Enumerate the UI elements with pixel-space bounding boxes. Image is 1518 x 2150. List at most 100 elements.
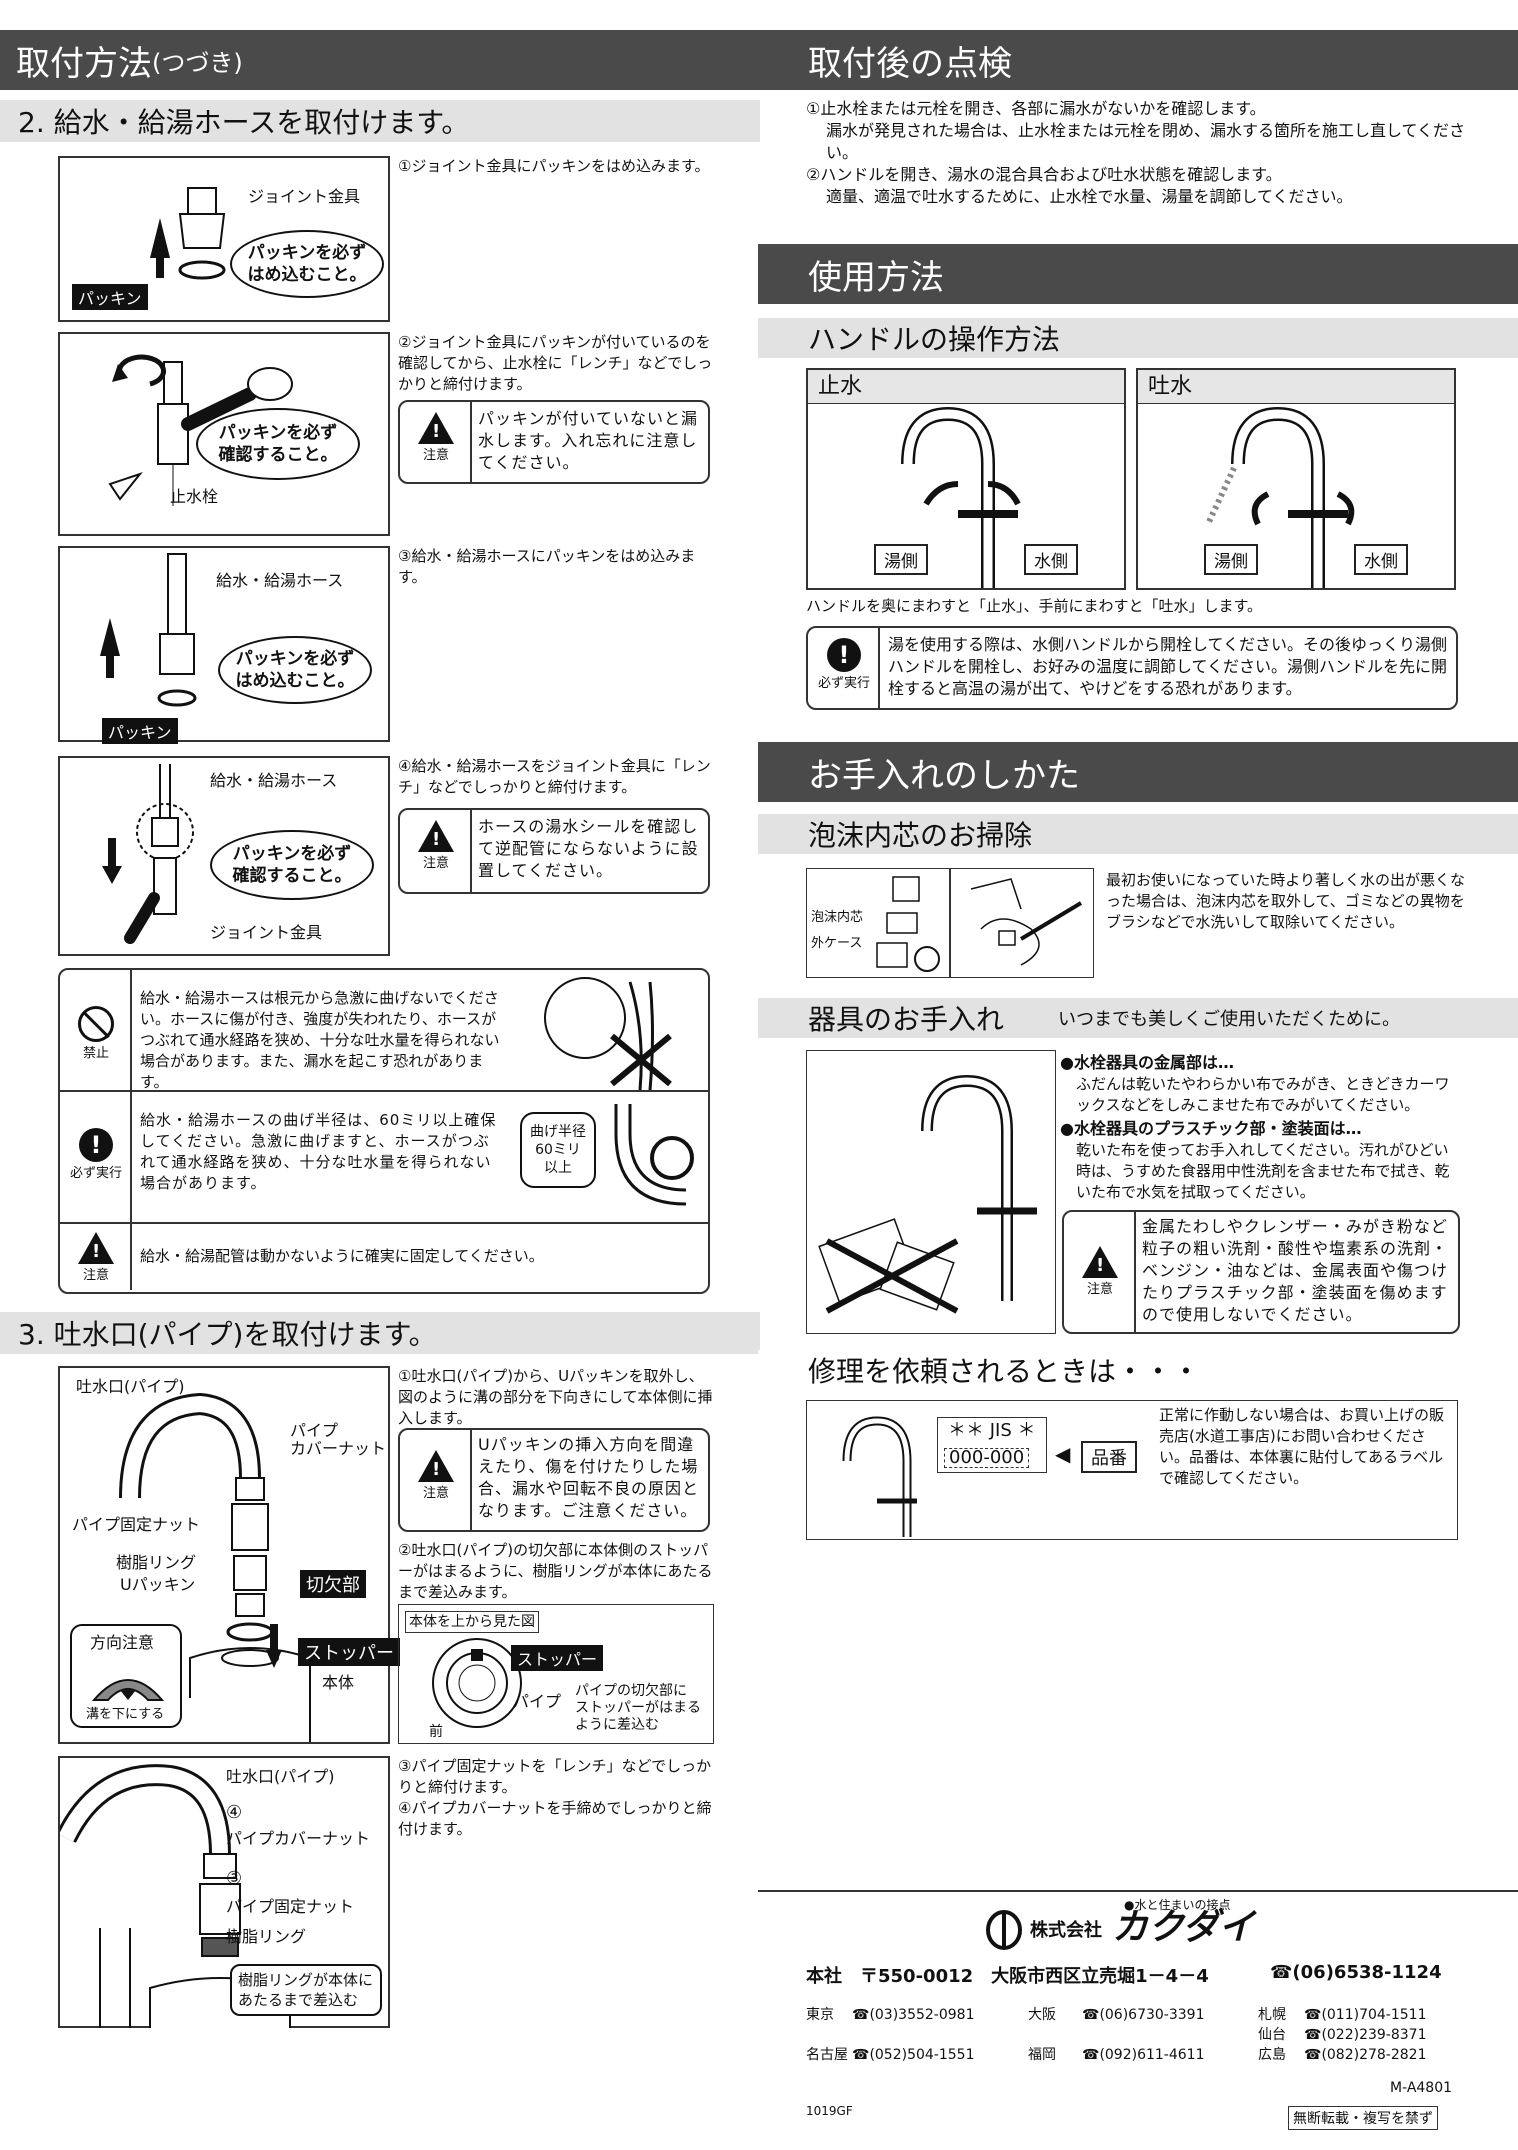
- step6-text1: ③パイプ固定ナットを「レンチ」などでしっかりと締付けます。: [398, 1757, 712, 1796]
- warn-row-prohibit: 禁止 給水・給湯ホースは根元から急激に曲げないでください。ホースに傷が付き、強度…: [60, 970, 708, 1092]
- caution-icon: [78, 1232, 114, 1264]
- office-sendai: 仙台 ☎(022)239-8371: [1258, 2024, 1427, 2044]
- caution-icon-box-4: 注意: [406, 820, 466, 871]
- label-upacking: Uパッキン: [120, 1575, 196, 1594]
- label-fix-6: パイプ固定ナット: [226, 1897, 355, 1916]
- caution-icon-box: 注意: [406, 412, 466, 463]
- section2-text: 2. 給水・給湯ホースを取付けます。: [18, 106, 470, 139]
- care-caution-text: 金属たわしやクレンザー・みがき粉など粒子の粗い洗剤・酸性や塩素系の洗剤・ベンジン…: [1142, 1217, 1449, 1324]
- caution-label: 注意: [422, 448, 449, 463]
- tv-front: 前: [429, 1724, 443, 1740]
- stop-cold: 水側: [1024, 544, 1078, 575]
- caution-icon-box-care: 注意: [1070, 1246, 1130, 1297]
- fixture-figure: [806, 1050, 1056, 1334]
- aerator-subheader-text: 泡沫内芯のお掃除: [808, 819, 1033, 852]
- footer-rule: [758, 1890, 1518, 1892]
- office-city: 札幌: [1258, 2007, 1286, 2023]
- label-sticker-num: 000-000: [944, 1448, 1030, 1468]
- bubble-packing: パッキンを必ず はめ込むこと。: [230, 230, 384, 298]
- must-box: !必ず実行 湯を使用する際は、水側ハンドルから開栓してください。その後ゆっくり湯…: [806, 626, 1458, 710]
- step3-text: ③給水・給湯ホースにパッキンをはめ込みます。: [398, 547, 696, 586]
- prohibit-text: 給水・給湯ホースは根元から急激に曲げないでください。ホースに傷が付き、強度が失わ…: [140, 989, 500, 1091]
- section3-text: 3. 吐水口(パイプ)を取付けます。: [18, 1318, 437, 1351]
- hq-tel: ☎(06)6538-1124: [1270, 1962, 1442, 1983]
- aer-inner: 泡沫内芯: [811, 910, 864, 925]
- use-header: 使用方法: [758, 244, 1518, 304]
- check-2b: 適量、適温で吐水するために、止水栓で水量、湯量を調節してください。: [826, 187, 1353, 206]
- step1-figure: ジョイント金具 パッキンを必ず はめ込むこと。 パッキン: [58, 156, 390, 322]
- office-city: 福岡: [1028, 2047, 1056, 2063]
- caution-label-5: 注意: [422, 1486, 449, 1501]
- office-hiroshima: 広島☎(082)278-2821: [1258, 2044, 1427, 2064]
- check-1a: ①止水栓または元栓を開き、各部に漏水がないかを確認します。: [806, 99, 1266, 118]
- must-label-r: 必ず実行: [817, 676, 870, 691]
- num4: ④: [226, 1802, 243, 1823]
- label-pipe-6: 吐水口(パイプ): [226, 1767, 335, 1786]
- footer-brand: ●水と住まいの接点 株式会社 カクダイ: [984, 1896, 1304, 1956]
- repair-faucet-illustration: [842, 1416, 917, 1537]
- bent-hose-illustration: [544, 977, 672, 1090]
- top-view-illustration: [432, 1638, 522, 1728]
- company-prefix: 株式会社: [1030, 1920, 1102, 1941]
- step4-caution-text: ホースの湯水シールを確認して逆配管にならないように設置してください。: [478, 817, 699, 880]
- left-header-title: 取付方法: [16, 43, 152, 84]
- office-sapporo: 札幌☎(011)704-1511: [1258, 2004, 1427, 2024]
- step6-figure: 吐水口(パイプ) ④ パイプカバーナット ③ パイプ固定ナット 樹脂リング 樹脂…: [58, 1756, 390, 2028]
- office-fukuoka: 福岡☎(092)611-4611: [1028, 2044, 1205, 2064]
- ring-bubble: 樹脂リングが本体に あたるまで差込む: [230, 1964, 382, 2016]
- label-packing-hose: パッキン: [102, 718, 178, 744]
- handle-subheader: ハンドルの操作方法: [758, 318, 1518, 358]
- office-tel: ☎(03)3552-0981: [852, 2007, 975, 2023]
- label-ring: 樹脂リング: [116, 1553, 197, 1572]
- bubble-check: パッキンを必ず 確認すること。: [196, 408, 360, 480]
- caution-icon: [418, 412, 454, 444]
- divider: [130, 970, 132, 1090]
- caution-icon: [418, 820, 454, 852]
- print-date: 1019GF: [806, 2104, 853, 2118]
- label-fix-nut: パイプ固定ナット: [72, 1515, 201, 1534]
- office-city: 仙台: [1258, 2027, 1286, 2043]
- bend-radius-bubble: 曲げ半径 60ミリ 以上: [520, 1112, 596, 1188]
- company-logo-icon: [986, 1910, 1022, 1950]
- valve-illustration: [108, 354, 293, 506]
- check-2a: ②ハンドルを開き、湯水の混合具合および吐水状態を確認します。: [806, 165, 1282, 184]
- office-city: 名古屋: [806, 2047, 848, 2063]
- spout-panel: 吐水 湯側 水側: [1136, 368, 1456, 590]
- prohibit-icon: [78, 1006, 114, 1042]
- bubble-packing-hose: パッキンを必ず はめ込むこと。: [218, 636, 372, 704]
- label-pipe: 吐水口(パイプ): [76, 1377, 185, 1396]
- divider: [130, 1224, 132, 1290]
- hose-illustration: [100, 553, 197, 707]
- must-icon-box-r: !必ず実行: [812, 638, 876, 691]
- prohibit-label: 禁止: [82, 1046, 109, 1061]
- office-tel: ☎(022)239-8371: [1304, 2027, 1427, 2043]
- hinban-tag: 品番: [1081, 1441, 1137, 1473]
- care-header: お手入れのしかた: [758, 742, 1518, 802]
- caution-icon: [418, 1450, 454, 1482]
- direction-title: 方向注意: [90, 1633, 155, 1652]
- spout-hot: 湯側: [1204, 544, 1258, 575]
- step5-caution: 注意 Uパッキンの挿入方向を間違えたり、傷を付けたりした場合、漏水や回転不良の原…: [398, 1428, 710, 1532]
- aerator-parts-illustration: [876, 876, 940, 972]
- aerator-fig2: [950, 868, 1094, 978]
- top-view-title: 本体を上から見た図: [405, 1611, 539, 1633]
- divider: [1134, 1212, 1136, 1332]
- warn-row-must: !必ず実行 給水・給湯ホースの曲げ半径は、60ミリ以上確保してください。急激に曲…: [60, 1092, 708, 1224]
- direction-sub: 溝を下にする: [86, 1707, 165, 1722]
- prohibit-icon-box: 禁止: [70, 1006, 122, 1061]
- step4-caution: 注意 ホースの湯水シールを確認して逆配管にならないように設置してください。: [398, 808, 710, 894]
- must-icon: !: [79, 1128, 113, 1162]
- fixture-subtitle: いつまでも美しくご使用いただくために。: [1058, 1009, 1401, 1030]
- label-valve: 止水栓: [170, 487, 219, 506]
- divider: [130, 1092, 132, 1222]
- label-cut: 切欠部: [300, 1570, 366, 1598]
- doc-code: M-A4801: [1390, 2080, 1453, 2096]
- stop-title-bar: 止水: [808, 370, 1124, 404]
- tv-note: パイプの切欠部に ストッパーがはまる ように差込む: [575, 1683, 701, 1733]
- step2-text: ②ジョイント金具にパッキンが付いているのを確認してから、止水栓に「レンチ」などで…: [398, 333, 713, 393]
- label-sticker: ＊＊ JIS ＊ 000-000: [937, 1417, 1047, 1473]
- num3: ③: [226, 1868, 243, 1889]
- repair-subheader-text: 修理を依頼されるときは・・・: [808, 1355, 1201, 1388]
- repair-subheader: 修理を依頼されるときは・・・: [758, 1350, 1518, 1390]
- bend-radius-illustration: [614, 1104, 694, 1206]
